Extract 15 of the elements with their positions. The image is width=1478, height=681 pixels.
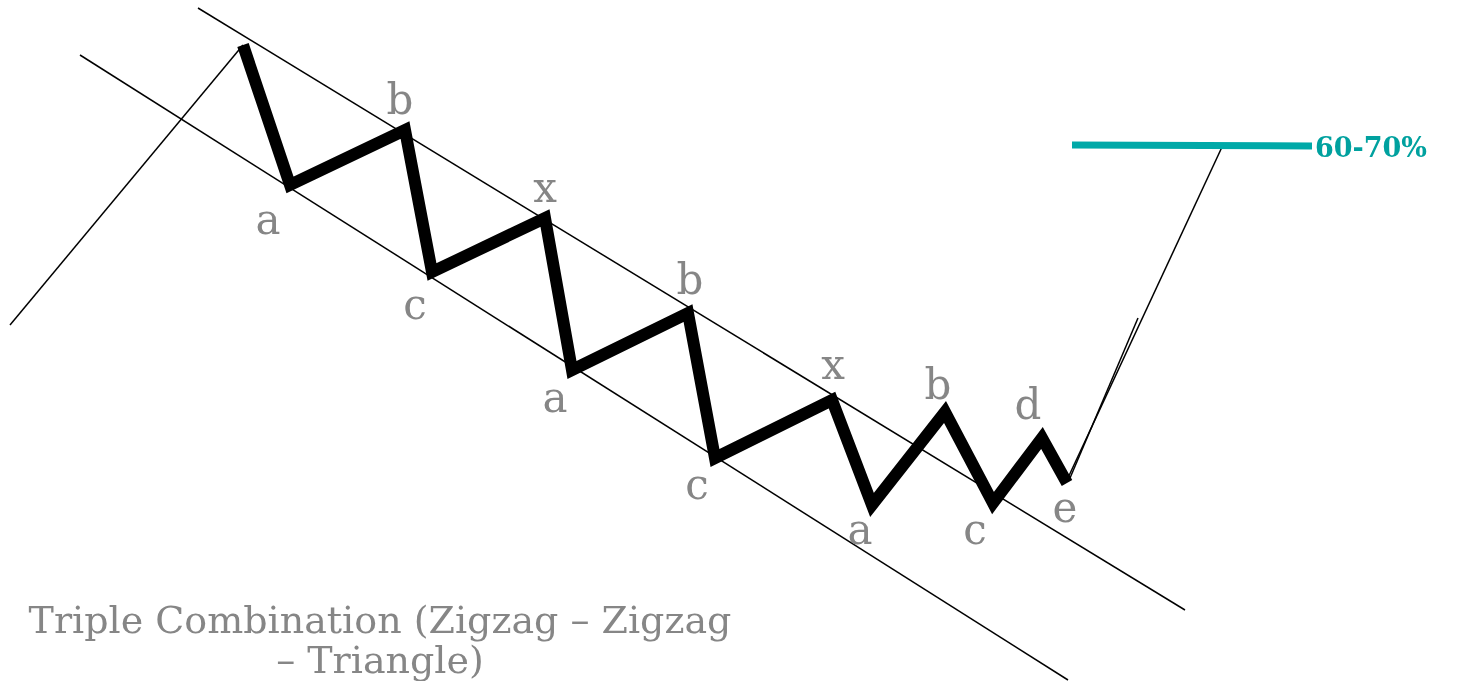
wave-label: d [1014,384,1042,426]
wave-label: x [821,344,845,386]
wave-label: b [386,79,414,121]
wave-label: c [403,284,427,326]
wave-label: a [255,199,281,241]
wave-label: x [533,167,557,209]
wave-label: a [542,377,568,419]
wave-label: c [685,464,709,506]
diagram-title: Triple Combination (Zigzag – Zigzag – Triangle) [27,600,733,680]
wave-label: c [963,509,987,551]
wave-label: b [924,364,952,406]
wave-label: a [847,509,873,551]
wave-label: b [676,259,704,301]
wave-label: e [1052,487,1078,529]
percentage-label: 60-70% [1315,134,1427,161]
